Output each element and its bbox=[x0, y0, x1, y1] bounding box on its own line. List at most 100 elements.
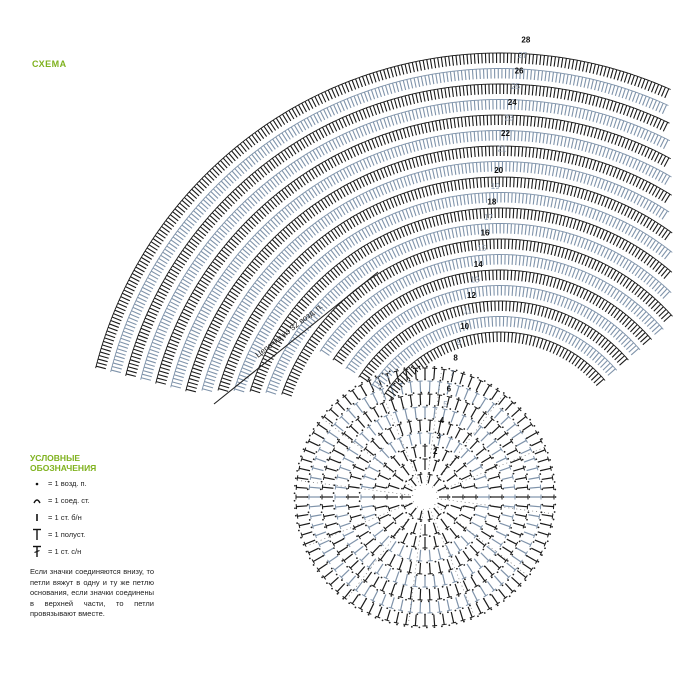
stitch-mark bbox=[569, 298, 574, 302]
stitch-mark bbox=[330, 230, 338, 240]
stitch-mark bbox=[294, 282, 303, 290]
stitch-mark bbox=[323, 216, 331, 225]
chain-dot bbox=[348, 389, 351, 392]
stitch-mark bbox=[653, 257, 658, 261]
stitch-mark bbox=[668, 249, 673, 253]
stitch-mark bbox=[570, 169, 575, 172]
chain-dot bbox=[462, 505, 465, 508]
stitch-mark bbox=[652, 201, 657, 205]
stitch-mark bbox=[298, 353, 301, 358]
stitch-mark bbox=[312, 243, 321, 253]
stitch-mark bbox=[621, 152, 626, 155]
stitch-mark bbox=[486, 581, 495, 591]
stitch-mark bbox=[559, 280, 564, 290]
stitch-mark bbox=[357, 351, 367, 359]
stitch-mark bbox=[621, 310, 625, 314]
stitch-mark bbox=[257, 275, 261, 279]
stitch-mark bbox=[207, 267, 217, 274]
stitch-mark bbox=[496, 553, 507, 562]
stitch-mark bbox=[349, 165, 355, 175]
stitch-mark bbox=[349, 337, 358, 345]
stitch-mark bbox=[382, 201, 388, 211]
stitch-mark bbox=[451, 149, 455, 160]
stitch-mark bbox=[607, 213, 612, 217]
stitch-mark bbox=[357, 418, 366, 428]
stitch-mark bbox=[360, 263, 365, 267]
stitch-mark bbox=[368, 558, 377, 568]
chain-dot bbox=[326, 533, 329, 536]
stitch-mark bbox=[288, 266, 297, 275]
stitch-mark bbox=[304, 208, 308, 213]
chain-dot bbox=[361, 475, 364, 478]
stitch-mark bbox=[340, 348, 349, 356]
stitch-mark bbox=[360, 192, 365, 196]
stitch-mark bbox=[172, 327, 176, 332]
stitch-mark bbox=[372, 205, 378, 216]
stitch-mark bbox=[295, 361, 306, 367]
stitch-mark bbox=[574, 269, 580, 280]
stitch-mark bbox=[470, 302, 475, 305]
stitch-mark bbox=[433, 312, 438, 315]
stitch-mark bbox=[570, 217, 575, 220]
stitch-mark bbox=[623, 339, 632, 348]
stitch-mark bbox=[450, 371, 455, 383]
stitch-mark bbox=[439, 197, 444, 200]
stitch-mark bbox=[390, 534, 396, 539]
chain-dot bbox=[455, 622, 458, 625]
chain-dot bbox=[431, 613, 434, 616]
stitch-mark bbox=[311, 559, 315, 564]
stitch-mark bbox=[281, 227, 285, 232]
stitch-mark bbox=[627, 321, 635, 330]
stitch-mark bbox=[560, 182, 565, 185]
fan-row bbox=[217, 176, 673, 392]
stitch-mark bbox=[327, 272, 335, 281]
stitch-mark bbox=[326, 467, 337, 472]
stitch-mark bbox=[598, 317, 606, 327]
stitch-mark bbox=[415, 288, 421, 298]
stitch-mark bbox=[290, 371, 301, 377]
stitch-mark bbox=[658, 187, 663, 190]
stitch-mark bbox=[411, 254, 416, 258]
stitch-mark bbox=[308, 547, 319, 554]
stitch-mark bbox=[442, 134, 447, 136]
stitch-mark bbox=[557, 198, 561, 209]
stitch-mark bbox=[594, 354, 603, 363]
stitch-mark bbox=[536, 523, 539, 529]
stitch-mark bbox=[313, 284, 322, 293]
stitch-mark bbox=[369, 278, 377, 288]
stitch-mark bbox=[273, 333, 277, 338]
chain-dot bbox=[410, 625, 413, 628]
chain-dot bbox=[496, 571, 499, 574]
stitch-mark bbox=[250, 384, 253, 389]
stitch-mark bbox=[278, 230, 283, 234]
stitch-mark bbox=[604, 322, 612, 331]
stitch-mark bbox=[402, 518, 410, 529]
stitch-mark bbox=[533, 335, 538, 338]
stitch-mark bbox=[664, 193, 671, 203]
stitch-mark bbox=[595, 176, 600, 179]
stitch-mark bbox=[177, 358, 180, 363]
stitch-mark bbox=[326, 214, 334, 223]
stitch-mark bbox=[372, 576, 380, 587]
stitch-mark bbox=[373, 295, 380, 304]
stitch-mark bbox=[534, 179, 537, 190]
stitch-mark bbox=[443, 244, 448, 247]
stitch-mark bbox=[587, 255, 592, 259]
stitch-mark bbox=[358, 195, 365, 205]
stitch-mark bbox=[515, 513, 527, 518]
stitch-mark bbox=[563, 183, 568, 186]
stitch-mark bbox=[519, 301, 524, 304]
stitch-mark bbox=[586, 328, 594, 338]
stitch-mark bbox=[387, 563, 393, 567]
chain-dot bbox=[476, 601, 478, 604]
stitch-mark bbox=[345, 315, 350, 320]
stitch-mark bbox=[392, 265, 399, 275]
stitch-mark bbox=[551, 475, 554, 481]
chain-dot bbox=[476, 554, 479, 557]
stitch-mark bbox=[629, 317, 634, 322]
chain-dot bbox=[420, 391, 423, 394]
fan-row bbox=[319, 254, 664, 356]
chain-dot bbox=[296, 469, 299, 472]
stitch-mark bbox=[320, 275, 324, 280]
stitch-mark bbox=[566, 282, 572, 293]
